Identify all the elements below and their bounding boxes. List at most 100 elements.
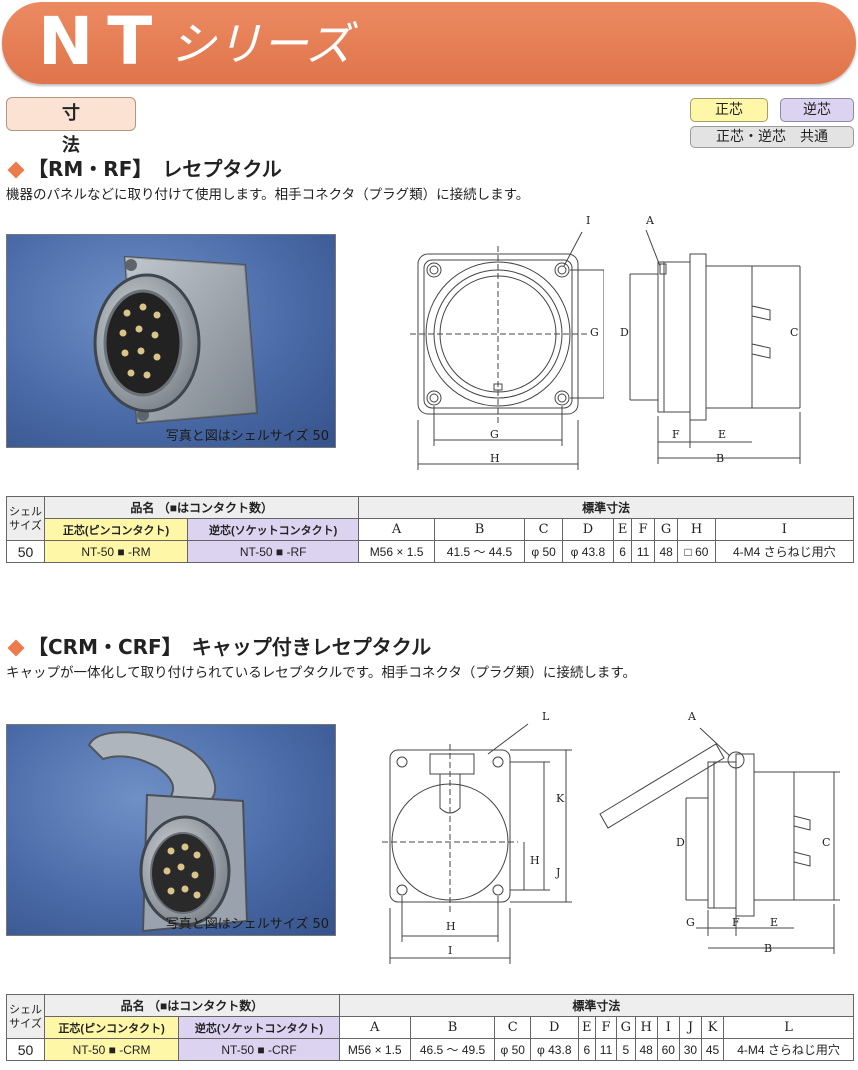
sei-header: 正芯(ピンコンタクト) [43, 1016, 180, 1039]
shell-size: 50 [6, 1038, 45, 1061]
label-E: E [718, 428, 727, 441]
col-B: B [409, 1016, 496, 1039]
label-H-side: H [530, 854, 540, 867]
series-banner: NT シリーズ [2, 2, 856, 84]
section1-title-text: 【RM・RF】 レセプタクル [28, 157, 282, 181]
value-F: 11 [595, 1038, 618, 1061]
col-E: E [612, 518, 633, 541]
label-K: K [556, 792, 565, 805]
col-F: F [595, 1016, 618, 1039]
value-G: 5 [616, 1038, 636, 1061]
col-C: C [494, 1016, 531, 1039]
col-E: E [577, 1016, 597, 1039]
col-A: A [358, 518, 435, 541]
standard-dimensions-header: 標準寸法 [338, 994, 855, 1017]
label-D: D [620, 326, 629, 339]
diamond-bullet-icon [7, 639, 25, 656]
label-B: B [716, 452, 725, 465]
value-D: φ 43.8 [529, 1038, 579, 1061]
col-B: B [433, 518, 526, 541]
value-K: 45 [700, 1038, 725, 1061]
label-D: D [676, 836, 685, 849]
diamond-bullet-icon [7, 161, 25, 178]
section2-front-drawing [382, 723, 572, 964]
col-H: H [634, 1016, 658, 1039]
value-I: 4-M4 さらねじ用穴 [714, 540, 855, 563]
value-A: M56 × 1.5 [358, 540, 435, 563]
shell-size: 50 [6, 540, 45, 563]
section2-description: キャップが一体化して取り付けられているレセプタクルです。相手コネクタ（プラグ類）… [6, 665, 637, 681]
col-L: L [723, 1016, 854, 1039]
value-H: 48 [634, 1038, 658, 1061]
section1-title: 【RM・RF】 レセプタクル [6, 156, 282, 182]
label-A: A [688, 710, 696, 723]
dimensions-tag: 寸 法 [6, 97, 136, 156]
label-H-bottom: H [446, 920, 456, 933]
table-row: 50 NT-50 ■ -RM NT-50 ■ -RF M56 × 1.5 41.… [6, 540, 855, 563]
sei-header: 正芯(ピンコンタクト) [43, 518, 189, 541]
section2-spec-table: シェルサイズ 品名 （■はコンタクト数） 標準寸法 正芯(ピンコンタクト) 逆芯… [6, 994, 855, 1061]
value-H: □ 60 [677, 540, 716, 563]
sei-product-name: NT-50 ■ -RM [43, 540, 189, 563]
section2-photo: 写真と図はシェルサイズ 50 [6, 724, 336, 936]
value-L: 4-M4 さらねじ用穴 [723, 1038, 854, 1061]
value-I: 60 [656, 1038, 680, 1061]
value-J: 30 [678, 1038, 702, 1061]
standard-dimensions-header: 標準寸法 [358, 496, 854, 519]
section1-front-drawing [410, 231, 604, 470]
gyaku-product-name: NT-50 ■ -CRF [178, 1038, 340, 1061]
section1-spec-table: シェルサイズ 品名 （■はコンタクト数） 標準寸法 正芯(ピンコンタクト) 逆芯… [6, 496, 855, 563]
banner-title-series: シリーズ [170, 17, 352, 71]
receptacle-photo-graphic [93, 255, 259, 425]
table-row: 50 NT-50 ■ -CRM NT-50 ■ -CRF M56 × 1.5 4… [6, 1038, 854, 1061]
label-F: F [732, 916, 740, 929]
section1-photo: 写真と図はシェルサイズ 50 [6, 234, 336, 448]
label-G-bottom: G [490, 428, 499, 441]
legend-gyaku: 逆芯 [780, 98, 854, 122]
section1-side-drawing [629, 229, 801, 464]
gyaku-header: 逆芯(ソケットコンタクト) [178, 1016, 340, 1039]
product-name-header: 品名 （■はコンタクト数） [43, 496, 360, 519]
section2-side-drawing [599, 727, 840, 954]
col-I: I [714, 518, 855, 541]
label-F: F [672, 428, 680, 441]
value-A: M56 × 1.5 [338, 1038, 411, 1061]
label-I: I [448, 944, 453, 957]
value-D: φ 43.8 [562, 540, 614, 563]
gyaku-header: 逆芯(ソケットコンタクト) [187, 518, 360, 541]
label-A: A [646, 214, 654, 227]
label-C: C [790, 326, 799, 339]
section1-description: 機器のパネルなどに取り付けて使用します。相手コネクタ（プラグ類）に接続します。 [6, 187, 530, 203]
value-G: 48 [653, 540, 679, 563]
col-G: G [653, 518, 679, 541]
value-C: φ 50 [524, 540, 564, 563]
value-E: 6 [577, 1038, 597, 1061]
shell-size-header: シェルサイズ [6, 994, 45, 1039]
legend-common: 正芯・逆芯 共通 [690, 126, 854, 148]
value-B: 41.5 ～ 44.5 [433, 540, 526, 563]
col-I: I [656, 1016, 680, 1039]
label-E: E [770, 916, 779, 929]
value-E: 6 [612, 540, 633, 563]
section2-title: 【CRM・CRF】 キャップ付きレセプタクル [6, 634, 431, 660]
value-F: 11 [631, 540, 655, 563]
section1-photo-caption: 写真と図はシェルサイズ 50 [165, 429, 329, 444]
col-G: G [616, 1016, 636, 1039]
label-G: G [686, 916, 695, 929]
col-D: D [529, 1016, 579, 1039]
label-G-side: G [590, 326, 599, 339]
label-C: C [822, 836, 831, 849]
col-C: C [524, 518, 564, 541]
legend-sei: 正芯 [690, 98, 768, 122]
cap-receptacle-photo-graphic [87, 731, 249, 933]
value-B: 46.5 ～ 49.5 [409, 1038, 496, 1061]
col-F: F [631, 518, 655, 541]
label-I: I [586, 214, 591, 227]
label-J: J [556, 866, 561, 879]
col-A: A [338, 1016, 411, 1039]
col-D: D [562, 518, 614, 541]
product-name-header: 品名 （■はコンタクト数） [44, 994, 340, 1017]
col-H: H [677, 518, 716, 541]
section2-photo-caption: 写真と図はシェルサイズ 50 [165, 917, 329, 932]
label-L: L [542, 710, 550, 723]
